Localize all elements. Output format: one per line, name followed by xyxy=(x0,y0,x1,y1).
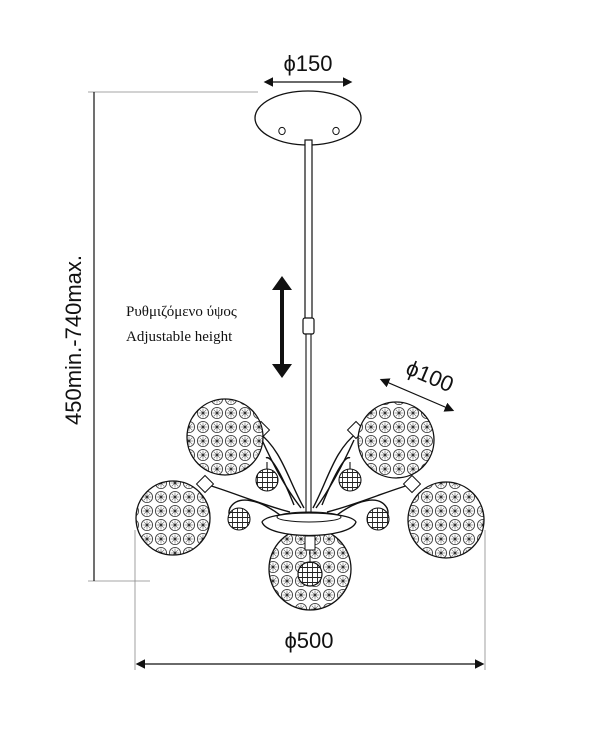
globe-left xyxy=(135,474,215,556)
globe-diameter-label: ϕ100 xyxy=(402,355,457,397)
canopy-diameter-dimension: ϕ150 xyxy=(263,51,353,87)
adjustable-height-arrow xyxy=(272,276,292,378)
adjustable-height-english: Adjustable height xyxy=(126,329,233,345)
central-body xyxy=(261,511,357,537)
overall-diameter-dimension: ϕ500 xyxy=(134,530,486,670)
adjustable-height-greek: Ρυθμιζόμενο ύψος xyxy=(126,304,237,320)
height-range-label: 450min.-740max. xyxy=(61,255,86,425)
globe-top-left xyxy=(186,398,271,476)
height-dimension: 450min.-740max. xyxy=(61,91,258,582)
small-crystals xyxy=(227,462,390,531)
globe-top-right xyxy=(346,401,435,479)
canopy-diameter-label: ϕ150 xyxy=(283,51,332,76)
ceiling-canopy xyxy=(254,90,362,146)
globe-bottom-center xyxy=(268,527,352,611)
chandelier-arms xyxy=(204,431,413,521)
overall-diameter-label: ϕ500 xyxy=(284,628,333,653)
globe-right xyxy=(402,474,485,559)
suspension-rod xyxy=(302,139,315,515)
